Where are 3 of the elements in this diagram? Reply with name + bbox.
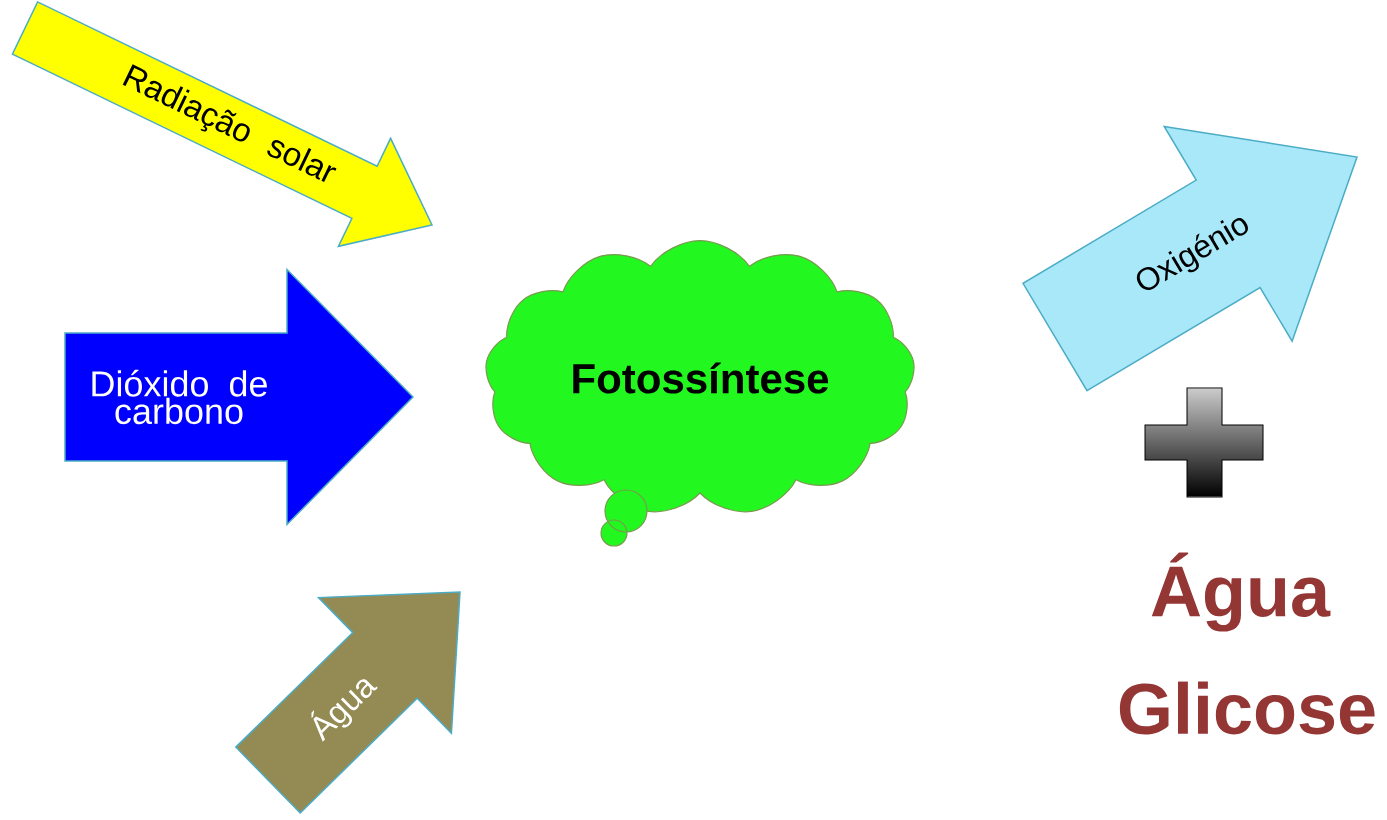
product-label: Glicose: [1119, 681, 1375, 735]
thought-cloud: Fotossíntese: [485, 240, 915, 547]
product-label: Água: [1151, 552, 1331, 632]
